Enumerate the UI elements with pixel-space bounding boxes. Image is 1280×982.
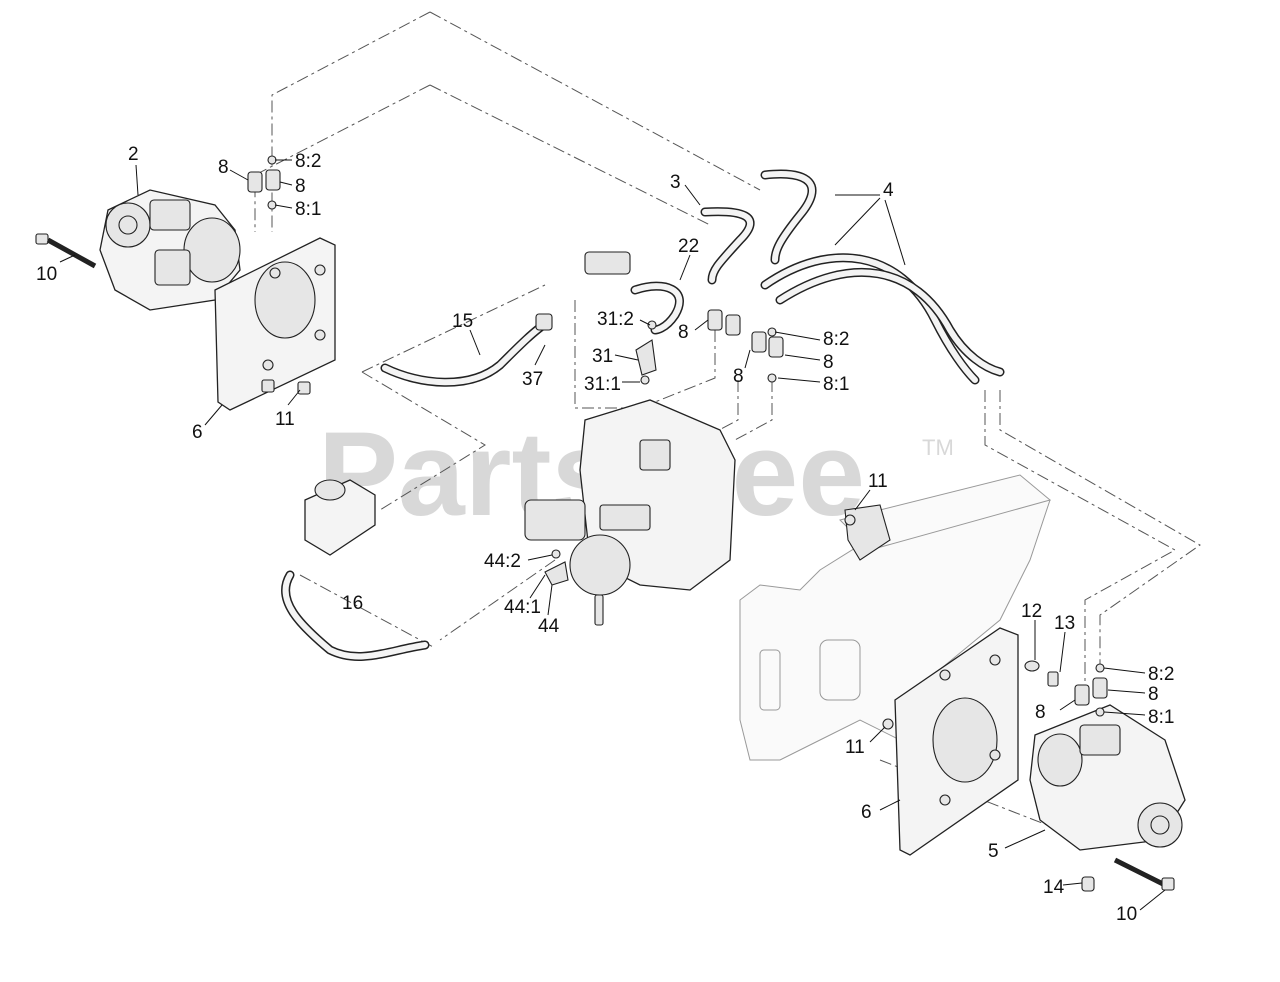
callout-10-left: 10 [36, 264, 57, 285]
callout-8-right-b: 8 [1035, 702, 1046, 723]
routing-lines [209, 11, 1201, 831]
callout-8-1-left: 8:1 [295, 199, 321, 220]
callout-8-2-left: 8:2 [295, 151, 321, 172]
left-fittings [247, 155, 311, 395]
callout-22: 22 [678, 236, 699, 257]
callout-8-mid-b: 8 [733, 366, 744, 387]
right-motor-bolt [1113, 857, 1175, 891]
hose-assembly-4 [760, 253, 1005, 385]
callout-10-right: 10 [1116, 904, 1137, 925]
right-fittings [1024, 660, 1108, 892]
callout-44-2: 44:2 [484, 551, 521, 572]
callout-8-1-mid: 8:1 [823, 374, 849, 395]
callout-6-left: 6 [192, 422, 203, 443]
callout-44: 44 [538, 616, 560, 637]
callout-labels: 2 8 8:2 8 8:1 10 6 11 3 4 22 15 31:2 31 … [36, 144, 1174, 925]
right-wheel-motor [1029, 704, 1186, 851]
callout-5: 5 [988, 841, 999, 862]
callout-6-right: 6 [861, 802, 872, 823]
callout-15: 15 [452, 311, 473, 332]
center-pump [524, 399, 736, 626]
callout-8-mid-c: 8 [823, 352, 834, 373]
mid-fittings [535, 309, 784, 385]
hose-22 [584, 251, 684, 335]
callout-3: 3 [670, 172, 681, 193]
callout-31-2: 31:2 [597, 309, 634, 330]
callout-16: 16 [342, 593, 363, 614]
center-fitting-44 [544, 549, 569, 586]
hose-16 [281, 570, 430, 661]
callout-2: 2 [128, 144, 139, 165]
callout-8-2-mid: 8:2 [823, 329, 849, 350]
callout-31-1: 31:1 [584, 374, 621, 395]
callout-13: 13 [1054, 613, 1075, 634]
hose-assembly-3 [700, 169, 817, 285]
callout-11-center: 11 [868, 471, 888, 492]
control-valve [304, 479, 376, 556]
center-bracket [844, 504, 891, 561]
left-motor-bolt [35, 233, 97, 269]
callout-8-left-b: 8 [295, 176, 306, 197]
hose-15 [380, 317, 553, 387]
callout-11-right: 11 [845, 737, 865, 758]
callout-11-left: 11 [275, 409, 295, 430]
callout-14: 14 [1043, 877, 1065, 898]
callout-4: 4 [883, 180, 894, 201]
callout-8-mid-a: 8 [678, 322, 689, 343]
left-wheel-motor [99, 189, 241, 311]
callout-8-right-a: 8 [1148, 684, 1159, 705]
callout-44-1: 44:1 [504, 597, 541, 618]
callout-31: 31 [592, 346, 613, 367]
callout-8-2-right: 8:2 [1148, 664, 1174, 685]
leader-lines [59, 159, 1166, 911]
frame-ghost [739, 474, 1052, 761]
callout-8-left: 8 [218, 157, 229, 178]
right-gasket-plate [882, 627, 1019, 856]
callout-12: 12 [1021, 601, 1042, 622]
watermark-trademark: TM [922, 435, 954, 460]
left-gasket-plate [214, 237, 336, 411]
callout-37: 37 [522, 369, 543, 390]
callout-8-1-right: 8:1 [1148, 707, 1174, 728]
